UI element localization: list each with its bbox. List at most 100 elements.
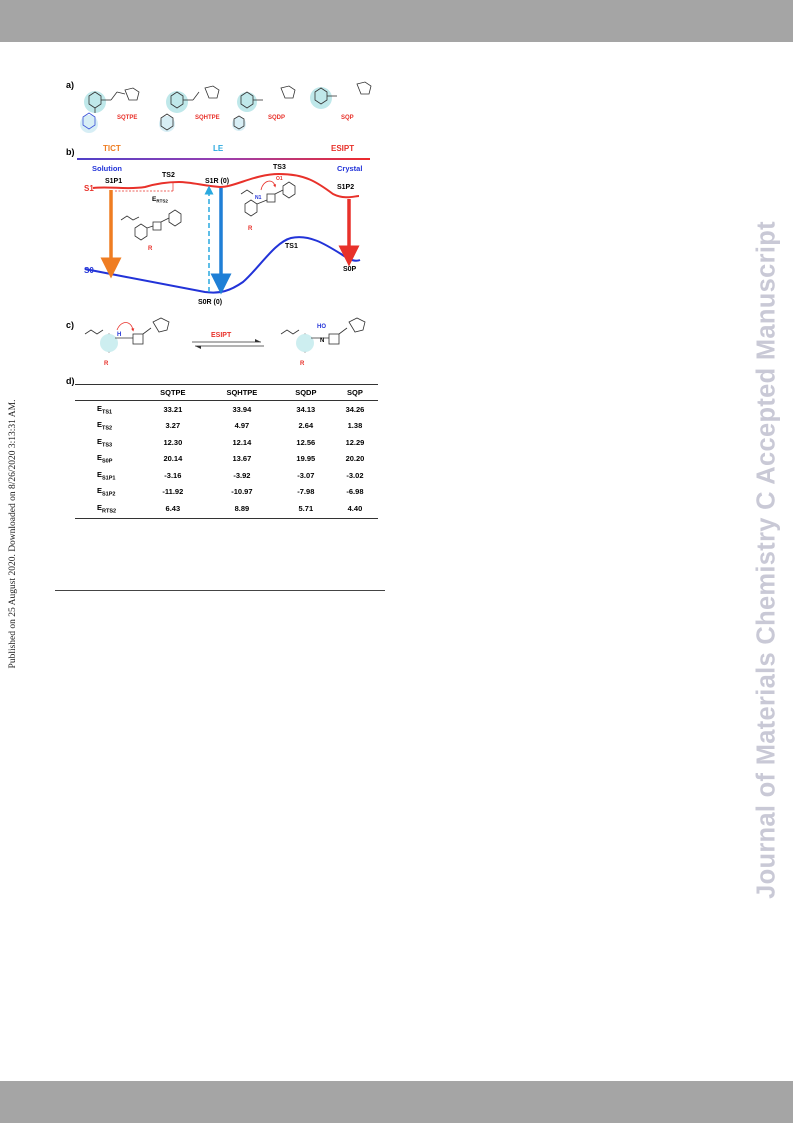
- table-row: ETS2 3.27 4.97 2.64 1.38: [75, 418, 378, 435]
- panel-a-label: a): [66, 80, 74, 90]
- gradient-bar: [77, 158, 370, 160]
- label-s1p2: S1P2: [337, 184, 354, 191]
- compound-label-sqp: SQP: [341, 115, 354, 121]
- label-solution: Solution: [92, 164, 122, 173]
- panel-b-label: b): [66, 147, 75, 157]
- table-cell: 6.43: [141, 500, 205, 519]
- table-cell: 12.30: [163, 437, 183, 447]
- figure-bottom-rule: [55, 590, 385, 591]
- table-cell: 4.40: [331, 500, 378, 519]
- top-gray-bar: [0, 0, 793, 42]
- label-ts3: TS3: [273, 164, 286, 171]
- table-cell: 4.97: [234, 421, 250, 431]
- table-cell: 1.38: [347, 421, 363, 431]
- compound-label-sqhtpe: SQHTPE: [195, 115, 220, 121]
- row-header: ES1P2: [97, 486, 116, 498]
- energy-table: SQTPE SQHTPE SQDP SQP ETS1 33.21 33.94 3…: [75, 384, 378, 519]
- label-s0p: S0P: [343, 266, 357, 273]
- table-cell: -3.07: [297, 470, 315, 480]
- table-cell: -6.98: [346, 487, 364, 497]
- col-header-sqhtpe: SQHTPE: [204, 384, 280, 401]
- row-header: ETS3: [97, 436, 113, 449]
- label-s1r: S1R (0): [205, 178, 229, 185]
- journal-watermark: Journal of Materials Chemistry C Accepte…: [752, 221, 781, 899]
- table-cell: 12.56: [296, 437, 316, 447]
- table-row: ETS3 12.30 12.14 12.56 12.29: [75, 434, 378, 451]
- label-r-right: R: [248, 226, 253, 232]
- label-r-left: R: [148, 246, 153, 252]
- equilibrium-arrowhead-forward: [255, 339, 261, 342]
- table-row: ERTS2 6.43 8.89 5.71 4.40: [75, 500, 378, 519]
- label-c-esipt: ESIPT: [211, 332, 232, 339]
- label-s1: S1: [84, 184, 94, 193]
- table-cell: 12.14: [232, 437, 252, 447]
- table-cell: 2.64: [298, 421, 314, 431]
- table-cell: 12.29: [345, 437, 365, 447]
- table-cell: -11.92: [162, 487, 184, 497]
- table-cell: -7.98: [297, 487, 315, 497]
- table-cell: -3.92: [233, 470, 251, 480]
- table-row: ES1P2 -11.92 -10.97 -7.98 -6.98: [75, 484, 378, 501]
- structure-sqp: [310, 81, 372, 109]
- molecule-left-b: [120, 209, 182, 241]
- molecule-c-left: [84, 317, 170, 353]
- label-n1: N1: [255, 195, 262, 201]
- table-cell: 19.95: [296, 454, 316, 464]
- structure-sqhtpe: [159, 85, 220, 132]
- label-o1: O1: [276, 176, 283, 182]
- table-corner: [75, 384, 142, 401]
- col-header-sqp: SQP: [331, 384, 378, 401]
- bottom-gray-bar: [0, 1081, 793, 1123]
- label-s0r: S0R (0): [198, 299, 222, 306]
- table-header-row: SQTPE SQHTPE SQDP SQP: [75, 384, 378, 401]
- label-le: LE: [213, 144, 224, 153]
- row-header: ES0P: [97, 453, 113, 465]
- s1-curve: [92, 172, 360, 199]
- table-row: ES0P 20.14 13.67 19.95 20.20: [75, 451, 378, 468]
- label-c-n: N: [320, 338, 324, 344]
- compound-label-sqtpe: SQTPE: [117, 115, 137, 121]
- table-row: ES1P1 -3.16 -3.92 -3.07 -3.02: [75, 467, 378, 484]
- table-row: ETS1 33.21 33.94 34.13 34.26: [75, 401, 378, 418]
- panel-d-label: d): [66, 376, 75, 386]
- table-cell: 34.13: [296, 404, 316, 414]
- structure-sqtpe: [80, 87, 140, 133]
- table-cell: -10.97: [231, 487, 253, 497]
- table-cell: 3.27: [165, 421, 181, 431]
- label-c-r: R: [104, 361, 109, 367]
- label-ts1: TS1: [285, 243, 298, 250]
- equilibrium-arrowhead-back: [195, 346, 201, 349]
- col-header-sqtpe: SQTPE: [141, 384, 205, 401]
- table-cell: -3.16: [164, 470, 182, 480]
- molecule-c-right: [280, 317, 366, 353]
- table-cell: 20.14: [163, 454, 183, 464]
- table-cell: 33.94: [232, 404, 252, 414]
- label-esipt: ESIPT: [331, 144, 354, 153]
- compound-label-sqdp: SQDP: [268, 115, 285, 121]
- label-c-r2: R: [300, 361, 305, 367]
- row-header: ETS2: [97, 420, 113, 432]
- table-cell: 5.71: [279, 500, 332, 519]
- row-header: ETS1: [97, 403, 113, 416]
- col-header-sqdp: SQDP: [279, 384, 332, 401]
- table-cell: 20.20: [345, 454, 365, 464]
- table-cell: 33.21: [163, 404, 183, 414]
- table-cell: 13.67: [232, 454, 252, 464]
- label-s0: S0: [84, 266, 94, 275]
- label-tict: TICT: [103, 144, 121, 153]
- row-header: ES1P1: [97, 469, 116, 482]
- panel-c-label: c): [66, 320, 74, 330]
- publication-note: Published on 25 August 2020. Downloaded …: [8, 399, 18, 669]
- molecule-right-b: [240, 180, 296, 217]
- label-ts2: TS2: [162, 172, 175, 179]
- structure-sqdp: [232, 85, 296, 131]
- label-erts2: ERTS2: [152, 196, 168, 204]
- table-cell: 34.26: [345, 404, 365, 414]
- table-cell: -3.02: [346, 470, 364, 480]
- figure: a) SQTPE SQHTPE SQDP SQP b): [66, 80, 372, 386]
- label-s1p1: S1P1: [105, 178, 122, 185]
- label-c-ho: HO: [317, 324, 326, 330]
- label-c-h: H: [117, 332, 121, 338]
- row-header: ERTS2: [75, 500, 142, 519]
- table-cell: 8.89: [204, 500, 280, 519]
